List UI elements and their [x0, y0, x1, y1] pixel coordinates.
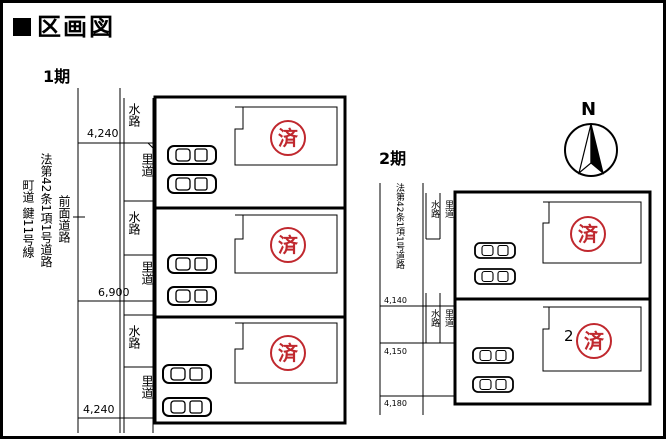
- page-title: 区画図: [13, 7, 115, 42]
- phase1-parking: [162, 145, 217, 417]
- phase1-waterway-2: 水路: [127, 211, 141, 235]
- compass-icon: [564, 123, 618, 177]
- phase1-label: 1期: [43, 67, 71, 86]
- phase2-waterway-1: 水路: [429, 200, 439, 218]
- sold-stamp-p1-2: 済: [270, 227, 306, 263]
- title-text: 区画図: [37, 13, 115, 41]
- stamp-text: 済: [584, 329, 604, 353]
- phase1-width-2: 6,900: [98, 286, 130, 299]
- stamp-text: 済: [278, 341, 298, 365]
- phase2-parking: [472, 242, 516, 393]
- phase2-village-road-2: 里道: [443, 309, 453, 327]
- phase1-village-road-2: 里道: [140, 261, 154, 285]
- phase2-lot-number: 2: [564, 327, 574, 345]
- phase2-width-3: 4,180: [384, 399, 407, 408]
- phase1-village-road-3: 里道: [140, 375, 154, 399]
- phase1-village-road-1: 里道: [140, 153, 154, 177]
- phase2-village-road-1: 里道: [443, 200, 453, 218]
- phase2-label: 2期: [379, 149, 407, 168]
- title-square-icon: [13, 18, 31, 36]
- sold-stamp-p1-1: 済: [270, 120, 306, 156]
- compass-north-label: N: [581, 99, 597, 120]
- phase1-width-1: 4,240: [87, 127, 119, 140]
- plan-drawing: [73, 88, 652, 433]
- phase1-waterway-3: 水路: [127, 325, 141, 349]
- phase1-road-town: 町道 鍵11号線: [21, 179, 35, 259]
- phase1-waterway-1: 水路: [127, 103, 141, 127]
- phase2-width-1: 4,140: [384, 296, 407, 305]
- phase2-road-legal: 法第42条1項1号道路: [394, 183, 404, 269]
- phase1-road-front: 前面道路: [57, 195, 71, 243]
- phase1-road-legal: 法第42条1項1号道路: [39, 153, 53, 268]
- sold-stamp-p2-2: 済: [576, 323, 612, 359]
- stamp-text: 済: [278, 126, 298, 150]
- sold-stamp-p1-3: 済: [270, 335, 306, 371]
- phase2-waterway-2: 水路: [429, 309, 439, 327]
- stamp-text: 済: [578, 222, 598, 246]
- phase1-width-3: 4,240: [83, 403, 115, 416]
- sold-stamp-p2-1: 済: [570, 216, 606, 252]
- phase2-width-2: 4,150: [384, 347, 407, 356]
- stamp-text: 済: [278, 233, 298, 257]
